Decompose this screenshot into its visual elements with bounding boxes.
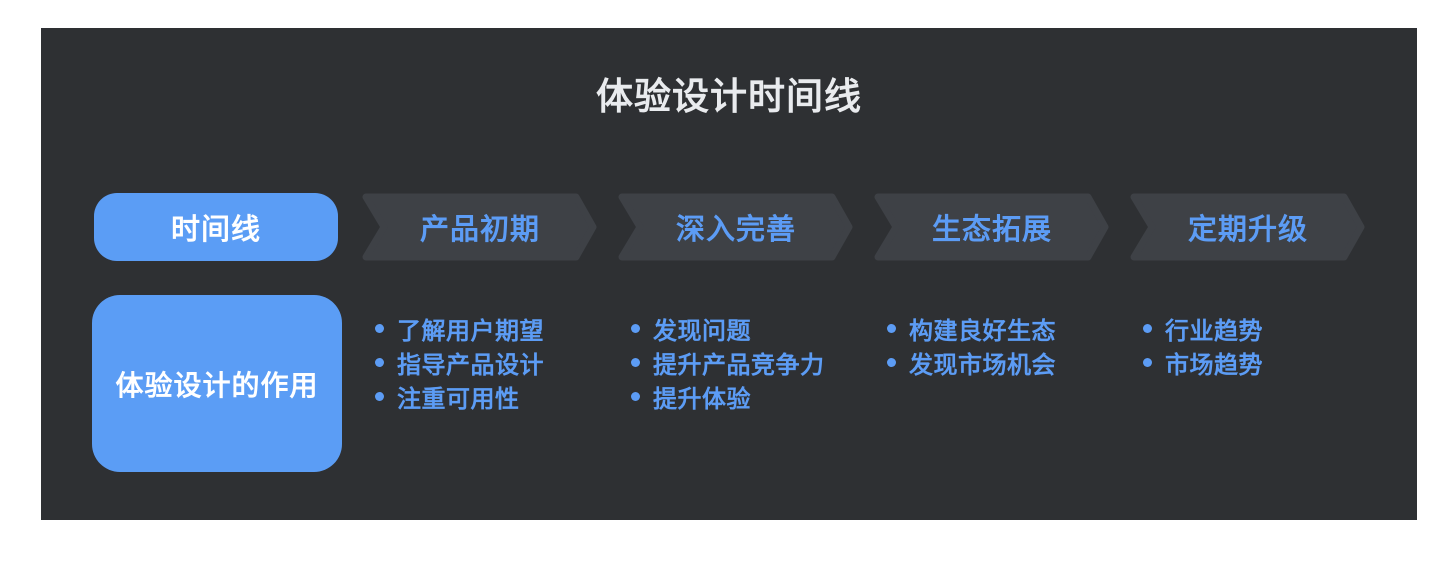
timeline-lead-pill: 时间线 xyxy=(94,193,338,261)
bullet-icon xyxy=(1143,357,1152,367)
list-item: 构建良好生态 xyxy=(887,311,1135,345)
list-item: 市场趋势 xyxy=(1143,345,1391,379)
stage-chevron-ecosystem: 生态拓展 xyxy=(874,193,1110,261)
stage-label: 深入完善 xyxy=(675,214,796,246)
bullet-icon xyxy=(375,357,384,367)
list-item-text: 注重可用性 xyxy=(397,385,520,413)
bullet-column-upgrade: 行业趋势 市场趋势 xyxy=(1143,311,1391,379)
bullet-icon xyxy=(375,391,384,401)
bullet-column-deep-improve: 发现问题 提升产品竞争力 提升体验 xyxy=(631,311,879,413)
list-item: 行业趋势 xyxy=(1143,311,1391,345)
row-label-box: 体验设计的作用 xyxy=(92,295,342,472)
stage-row: 时间线 产品初期 深入完善 生态拓展 xyxy=(41,193,1417,261)
list-item-text: 提升体验 xyxy=(653,385,751,413)
list-item-text: 市场趋势 xyxy=(1165,351,1263,379)
list-item-text: 了解用户期望 xyxy=(397,317,544,345)
bullet-icon xyxy=(631,357,640,367)
bullet-icon xyxy=(631,323,640,333)
stage-chevron-upgrade: 定期升级 xyxy=(1130,193,1366,261)
bullet-icon xyxy=(375,323,384,333)
list-item-text: 指导产品设计 xyxy=(397,351,544,379)
stage-label: 生态拓展 xyxy=(931,214,1052,246)
list-item: 发现市场机会 xyxy=(887,345,1135,379)
row-label: 体验设计的作用 xyxy=(115,369,319,401)
list-item-text: 提升产品竞争力 xyxy=(653,351,825,379)
stage-chevron-deep-improve: 深入完善 xyxy=(618,193,854,261)
diagram-title: 体验设计时间线 xyxy=(596,76,862,117)
chevron-ribbon-shape xyxy=(1130,193,1365,261)
bullet-icon xyxy=(887,323,896,333)
bullet-column-ecosystem: 构建良好生态 发现市场机会 xyxy=(887,311,1135,379)
timeline-card: 体验设计时间线 时间线 产品初期 深入完善 生 xyxy=(41,28,1417,520)
chevron-ribbon-shape xyxy=(362,193,597,261)
list-item: 指导产品设计 xyxy=(375,345,623,379)
bullet-icon xyxy=(887,357,896,367)
list-item: 发现问题 xyxy=(631,311,879,345)
chevron-ribbon-shape xyxy=(618,193,853,261)
timeline-lead-label: 时间线 xyxy=(170,214,261,246)
list-item: 了解用户期望 xyxy=(375,311,623,345)
stage-label: 定期升级 xyxy=(1187,214,1308,246)
bullet-icon xyxy=(631,391,640,401)
bullet-column-product-early: 了解用户期望 指导产品设计 注重可用性 xyxy=(375,311,623,413)
stage-chevron-product-early: 产品初期 xyxy=(362,193,598,261)
list-item-text: 构建良好生态 xyxy=(909,317,1056,345)
list-item-text: 行业趋势 xyxy=(1165,317,1263,345)
stage-label: 产品初期 xyxy=(419,214,540,246)
list-item: 提升产品竞争力 xyxy=(631,345,879,379)
list-item-text: 发现问题 xyxy=(653,317,751,345)
bullet-icon xyxy=(1143,323,1152,333)
list-item: 注重可用性 xyxy=(375,379,623,413)
chevron-ribbon-shape xyxy=(874,193,1109,261)
list-item: 提升体验 xyxy=(631,379,879,413)
list-item-text: 发现市场机会 xyxy=(909,351,1056,379)
